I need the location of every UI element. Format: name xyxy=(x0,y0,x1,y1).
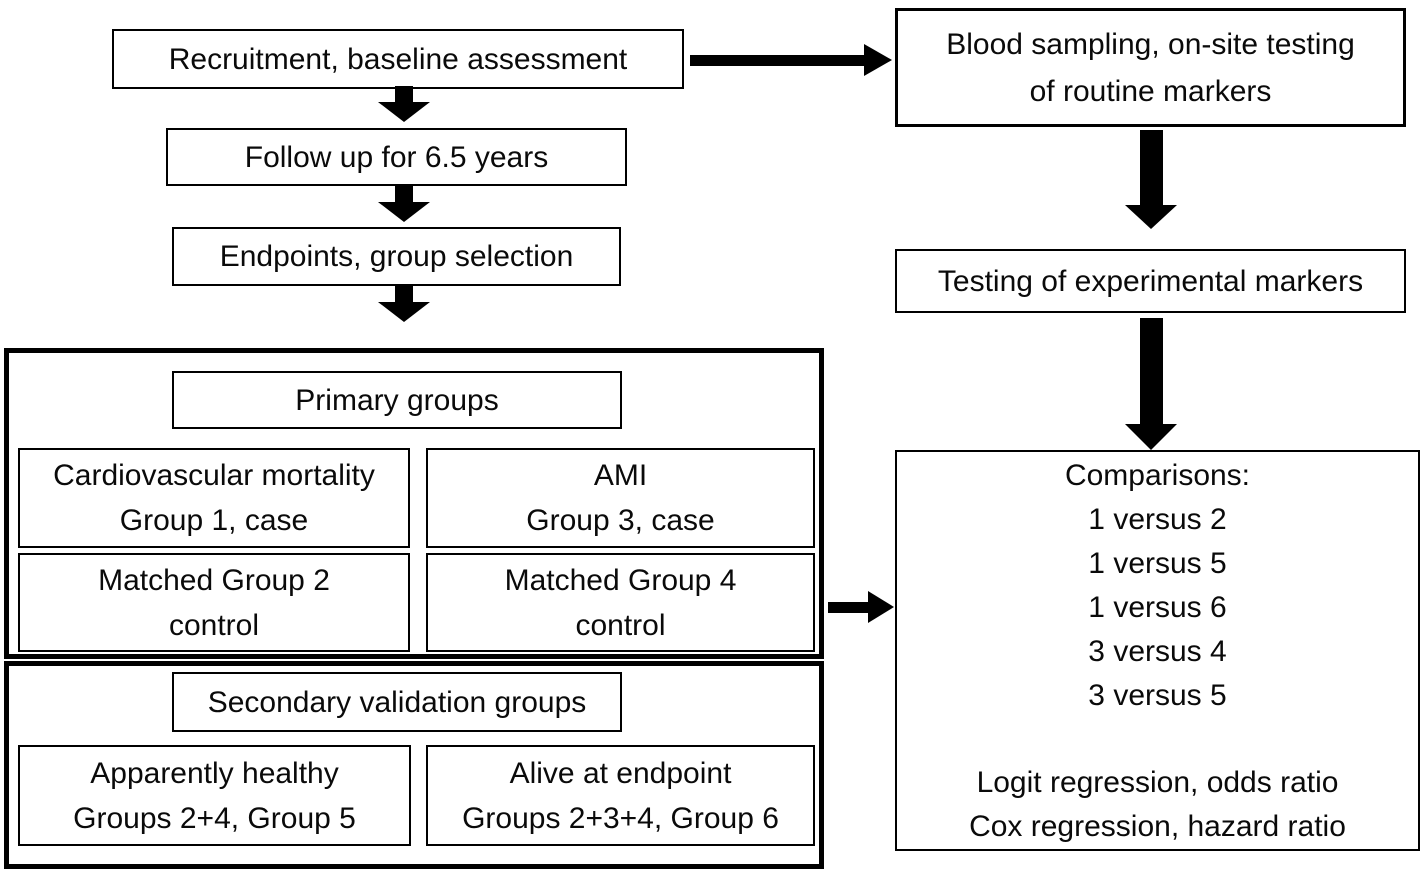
arrow-stem xyxy=(395,286,413,302)
box-label-line: Apparently healthy xyxy=(90,756,339,790)
followup-box: Follow up for 6.5 years xyxy=(166,128,627,186)
box-label-line: Group 3, case xyxy=(526,504,715,537)
comparisons-footer-line: Cox regression, hazard ratio xyxy=(969,810,1346,843)
matched-group2-box: Matched Group 2 control xyxy=(18,553,410,652)
recruitment-box: Recruitment, baseline assessment xyxy=(112,29,684,89)
arrow-head xyxy=(868,591,894,623)
comparison-item: 1 versus 5 xyxy=(1088,547,1227,580)
comparison-item: 1 versus 2 xyxy=(1088,503,1227,536)
comparisons-box: Comparisons: 1 versus 2 1 versus 5 1 ver… xyxy=(895,450,1420,851)
box-label-line: Group 1, case xyxy=(119,504,309,537)
arrow-head xyxy=(1125,205,1177,229)
arrow-groups-to-comparisons xyxy=(828,591,894,623)
endpoints-box: Endpoints, group selection xyxy=(172,227,621,286)
primary-groups-box: Primary groups xyxy=(172,371,622,429)
apparently-healthy-box: Apparently healthy Groups 2+4, Group 5 xyxy=(18,745,411,846)
arrow-recruitment-to-blood xyxy=(690,44,892,76)
primary-groups-label: Primary groups xyxy=(295,383,499,417)
matched-group4-box: Matched Group 4 control xyxy=(426,553,815,652)
box-label-line: Matched Group 4 xyxy=(504,563,737,597)
endpoints-label: Endpoints, group selection xyxy=(219,240,574,273)
box-label-line: Cardiovascular mortality xyxy=(53,459,375,492)
arrow-stem xyxy=(395,186,413,202)
experimental-markers-box: Testing of experimental markers xyxy=(895,249,1406,313)
alive-endpoint-box: Alive at endpoint Groups 2+3+4, Group 6 xyxy=(426,745,815,846)
box-label-line: Matched Group 2 xyxy=(98,563,330,597)
experimental-markers-label: Testing of experimental markers xyxy=(937,264,1364,298)
secondary-validation-box: Secondary validation groups xyxy=(172,672,622,732)
blood-sampling-box: Blood sampling, on-site testing of routi… xyxy=(895,8,1406,127)
box-label-line: AMI xyxy=(593,459,648,492)
arrow-experimental-to-comparisons xyxy=(1125,318,1177,450)
comparison-item: 3 versus 4 xyxy=(1088,635,1227,668)
arrow-endpoints-to-groups xyxy=(378,286,430,322)
cardiovascular-mortality-box: Cardiovascular mortality Group 1, case xyxy=(18,448,410,548)
arrow-head xyxy=(378,202,430,222)
comparison-item: 3 versus 5 xyxy=(1088,679,1227,712)
secondary-validation-label: Secondary validation groups xyxy=(207,685,587,719)
box-label-line: control xyxy=(575,608,666,642)
arrow-stem xyxy=(1139,130,1163,205)
arrow-blood-to-experimental xyxy=(1125,130,1177,229)
arrow-head xyxy=(1125,424,1177,450)
box-label-line: control xyxy=(168,608,260,642)
box-label-line: Groups 2+4, Group 5 xyxy=(73,801,356,835)
arrow-head xyxy=(378,102,430,122)
arrow-stem xyxy=(395,86,413,102)
recruitment-label: Recruitment, baseline assessment xyxy=(168,42,628,76)
box-label-line: Groups 2+3+4, Group 6 xyxy=(462,801,779,835)
ami-box: AMI Group 3, case xyxy=(426,448,815,548)
comparison-item: 1 versus 6 xyxy=(1088,591,1227,624)
arrow-followup-to-endpoints xyxy=(378,186,430,222)
followup-label: Follow up for 6.5 years xyxy=(244,140,549,174)
arrow-head xyxy=(864,44,892,76)
box-label-line: of routine markers xyxy=(1029,74,1272,108)
arrow-stem xyxy=(690,54,864,66)
arrow-head xyxy=(378,302,430,322)
comparisons-title: Comparisons: xyxy=(1064,459,1251,492)
arrow-recruitment-to-followup xyxy=(378,86,430,122)
box-label-line: Blood sampling, on-site testing xyxy=(946,27,1355,61)
arrow-stem xyxy=(828,601,868,613)
box-label-line: Alive at endpoint xyxy=(509,756,732,790)
arrow-stem xyxy=(1139,318,1163,424)
comparisons-footer-line: Logit regression, odds ratio xyxy=(976,766,1339,799)
